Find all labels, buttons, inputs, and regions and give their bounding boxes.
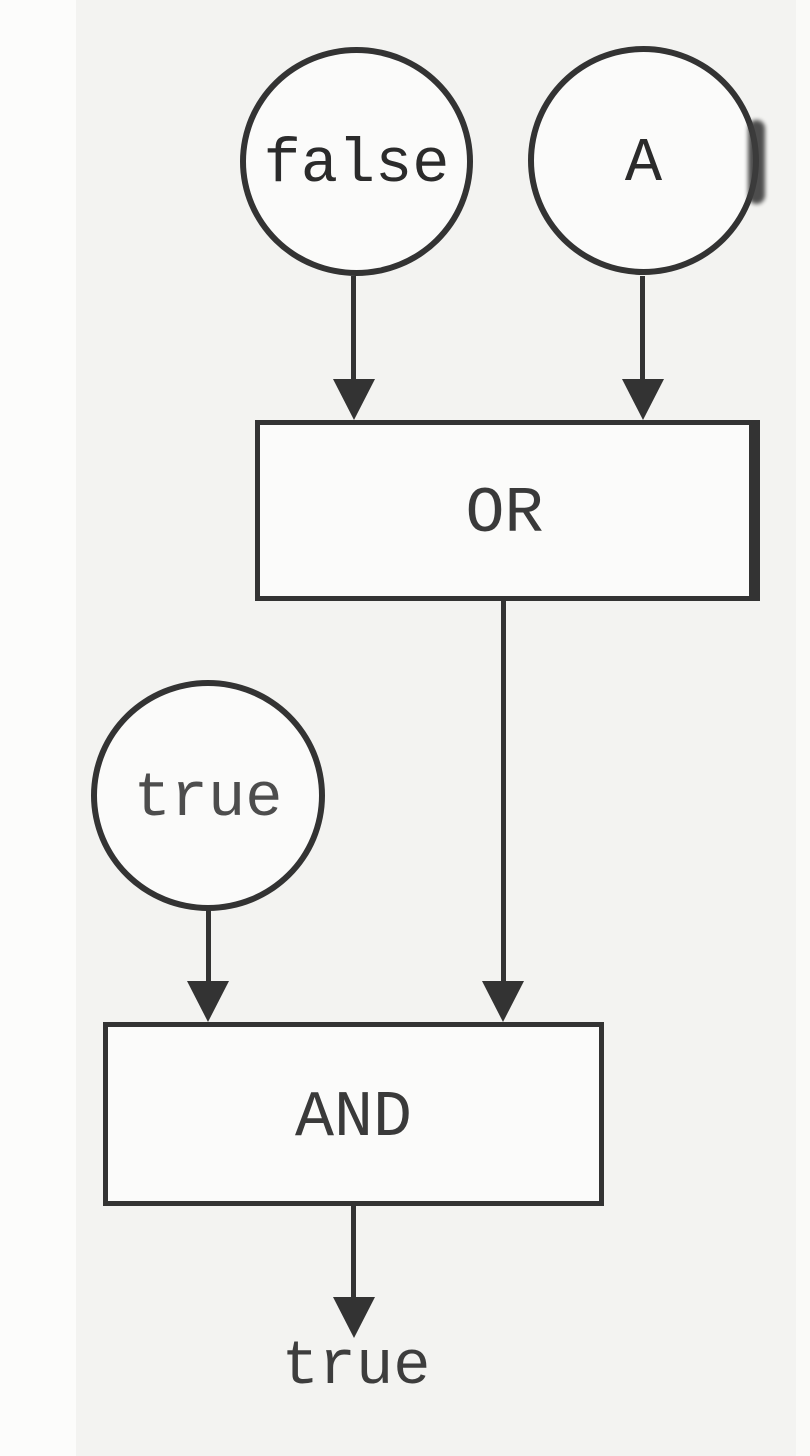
edge-line [501,599,506,983]
arrowhead-down-icon [333,1297,375,1338]
and-gate-label: AND [294,1080,413,1155]
node-false-label: false [263,128,450,200]
arrowhead-down-icon [333,379,375,420]
arrowhead-down-icon [187,981,229,1022]
edge-line [351,276,356,380]
node-a-circle: A [528,46,759,275]
scan-smudge-artifact [748,120,765,204]
and-gate-box: AND [103,1022,604,1206]
node-true-label: true [133,762,283,834]
node-true-circle: true [91,680,325,911]
output-result-label: true [281,1331,431,1402]
edge-line [640,276,645,380]
node-false-circle: false [240,47,473,276]
edge-line [206,909,211,983]
or-gate-box: OR [255,420,760,601]
page-left-margin [0,0,76,1456]
page-right-margin [796,0,810,1456]
arrowhead-down-icon [482,981,524,1022]
arrowhead-down-icon [622,379,664,420]
or-gate-label: OR [465,477,544,551]
edge-line [351,1204,356,1298]
node-a-label: A [624,127,663,199]
